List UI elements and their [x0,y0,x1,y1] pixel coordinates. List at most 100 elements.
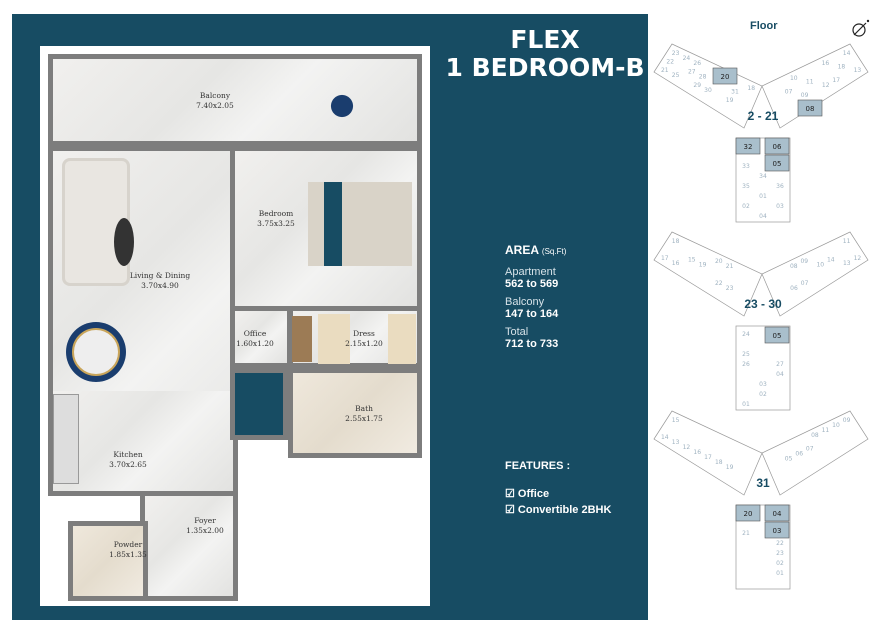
unit-number: 18 [747,85,755,92]
balcony-chairs [322,88,362,124]
unit-number: 06 [795,451,803,458]
room-name: Bath [355,404,373,413]
unit-number: 26 [742,361,750,368]
highlighted-unit-number: 32 [744,143,753,151]
room-bath [288,368,422,458]
unit-number: 14 [661,434,669,441]
floor-range-label: 2 - 21 [748,109,779,123]
unit-number: 19 [699,262,707,269]
wardrobe [388,314,416,364]
highlighted-unit [712,67,738,85]
room-name: Bedroom [258,209,294,218]
room-name: Balcony [199,91,231,100]
floor-range-label: 31 [756,476,770,490]
feature-convertible: ☑ Convertible 2BHK [505,504,612,516]
kitchen-counter [53,394,79,484]
unit-number: 28 [699,74,707,81]
unit-number: 27 [688,68,696,75]
room-size: 3.75x3.25 [257,219,295,228]
unit-number: 09 [800,258,808,265]
right-wing [761,410,869,496]
dining-table [72,328,120,376]
unit-number: 08 [790,263,798,270]
room-closet [230,368,288,440]
unit-number: 25 [672,72,680,79]
unit-number: 10 [832,422,840,429]
floor-label: Floor [750,20,778,32]
unit-number: 18 [715,459,723,466]
unit-number: 33 [742,163,750,170]
unit-number: 18 [672,238,680,245]
highlighted-unit-number: 20 [721,73,730,81]
unit-number: 22 [776,540,784,547]
unit-number: 24 [683,55,691,62]
unit-number: 15 [688,256,696,263]
highlighted-unit-number: 05 [773,160,782,168]
unit-number: 16 [672,260,680,267]
unit-number: 06 [790,285,798,292]
apartment-label: Apartment [505,266,556,278]
unit-number: 03 [776,203,784,210]
key-plan: 1514131216171819091011080706052122230201… [653,410,869,590]
unit-number: 02 [742,203,750,210]
highlighted-unit-number: 20 [744,510,753,518]
unit-number: 30 [704,87,712,94]
unit-number: 05 [785,456,793,463]
unit-number: 01 [776,570,784,577]
bed-runner [324,182,342,266]
unit-number: 10 [816,262,824,269]
unit-number: 25 [742,351,750,358]
unit-number: 23 [726,285,734,292]
unit-number: 13 [854,67,862,74]
room-office [230,306,292,368]
highlighted-unit [764,504,790,522]
unit-title: FLEX 1 BEDROOM-B [445,26,645,82]
unit-number: 16 [693,449,701,456]
features-section: FEATURES : ☑ Office ☑ Convertible 2BHK [505,460,611,518]
unit-number: 11 [806,79,814,86]
unit-number: 02 [776,560,784,567]
compass-icon [852,19,870,37]
title-line2: 1 BEDROOM-B [445,53,645,82]
highlighted-unit-number: 05 [773,332,782,340]
room-size: 3.70x2.65 [109,460,147,469]
highlighted-unit [764,137,790,155]
unit-number: 12 [822,82,830,89]
unit-number: 21 [726,263,734,270]
unit-number: 27 [776,361,784,368]
unit-number: 04 [776,371,784,378]
unit-number: 22 [715,280,723,287]
area-heading: AREA (Sq.Ft) [505,243,566,257]
features-heading: FEATURES : [505,460,571,472]
total-value: 712 to 733 [505,338,559,350]
unit-number: 17 [704,454,712,461]
unit-number: 11 [843,238,851,245]
apartment-value: 562 to 569 [505,278,559,290]
feature-office: ☑ Office [505,488,550,500]
area-unit: (Sq.Ft) [541,247,567,256]
area-section: AREA (Sq.Ft) Apartment 562 to 569 Balcon… [505,243,566,356]
unit-number: 22 [666,58,674,65]
unit-number: 16 [822,60,830,67]
room-size: 2.15x1.20 [345,339,383,348]
unit-number: 19 [726,464,734,471]
total-label: Total [505,326,529,338]
right-wing [761,43,869,129]
room-size: 1.60x1.20 [236,339,274,348]
balcony-value: 147 to 164 [505,308,559,320]
room-size: 2.55x1.75 [345,414,383,423]
unit-number: 20 [715,258,723,265]
unit-number: 23 [776,550,784,557]
room-size: 1.35x2.00 [186,526,224,535]
unit-number: 35 [742,183,750,190]
highlighted-unit-number: 08 [806,105,815,113]
unit-number: 04 [759,213,767,220]
room-size: 7.40x2.05 [196,101,234,110]
room-name: Foyer [194,516,216,525]
